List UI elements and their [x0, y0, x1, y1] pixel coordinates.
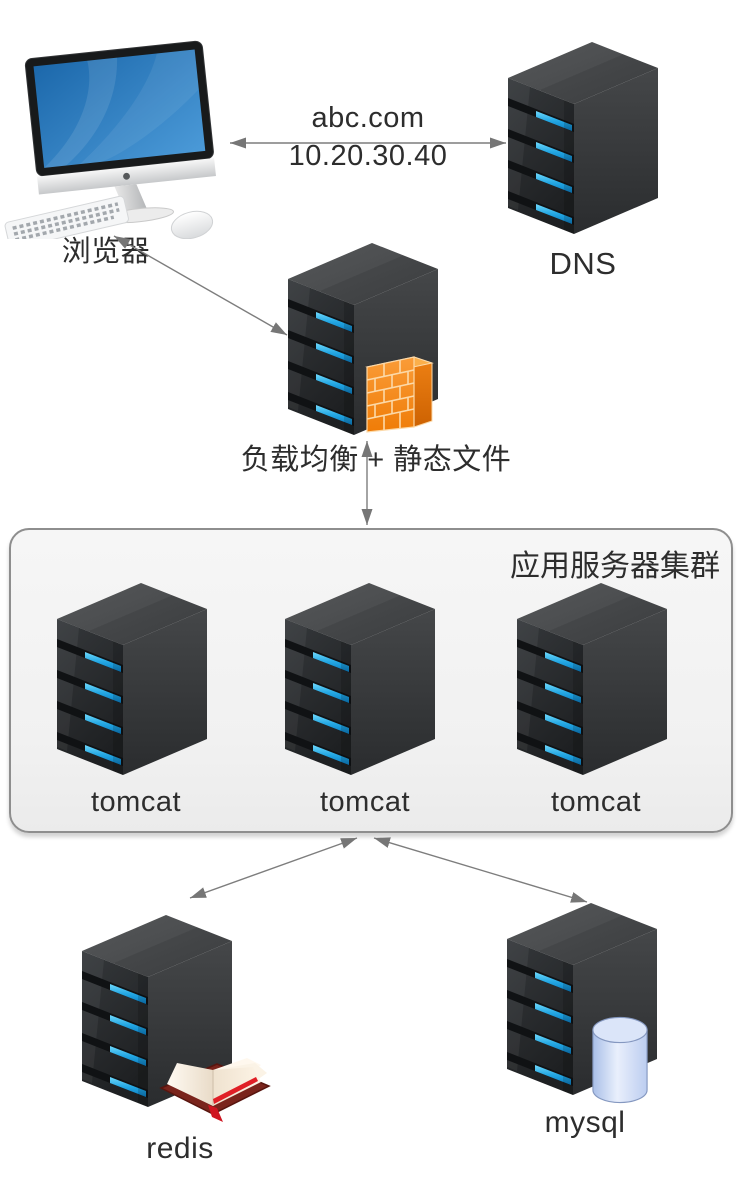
mysql-label: mysql [544, 1106, 626, 1139]
database-cylinder-icon [591, 1014, 649, 1106]
tomcat-label-2: tomcat [319, 786, 411, 818]
browser-label: 浏览器 [61, 236, 151, 268]
arrow-cluster-redis [189, 837, 358, 899]
redis-label: redis [146, 1132, 214, 1165]
tomcat-label-3: tomcat [550, 786, 642, 818]
open-book-icon [158, 1036, 272, 1124]
tomcat-server-icon-1 [51, 575, 211, 783]
tomcat-server-icon-2 [279, 575, 439, 783]
arrow-cluster-mysql [373, 837, 588, 903]
tomcat-server-icon-3 [511, 575, 671, 783]
dns-resolution-label: abc.com 10.20.30.40 [243, 99, 493, 175]
firewall-icon [364, 350, 444, 438]
dns-server-icon [502, 34, 662, 242]
imac-computer-icon [2, 24, 237, 239]
app-cluster-title: 应用服务器集群 [510, 550, 720, 583]
tomcat-label-1: tomcat [90, 786, 182, 818]
domain-name-text: abc.com [311, 102, 425, 134]
ip-address-text: 10.20.30.40 [288, 140, 448, 172]
load-balancer-label: 负载均衡 + 静态文件 [240, 444, 512, 476]
dns-label: DNS [549, 246, 617, 281]
